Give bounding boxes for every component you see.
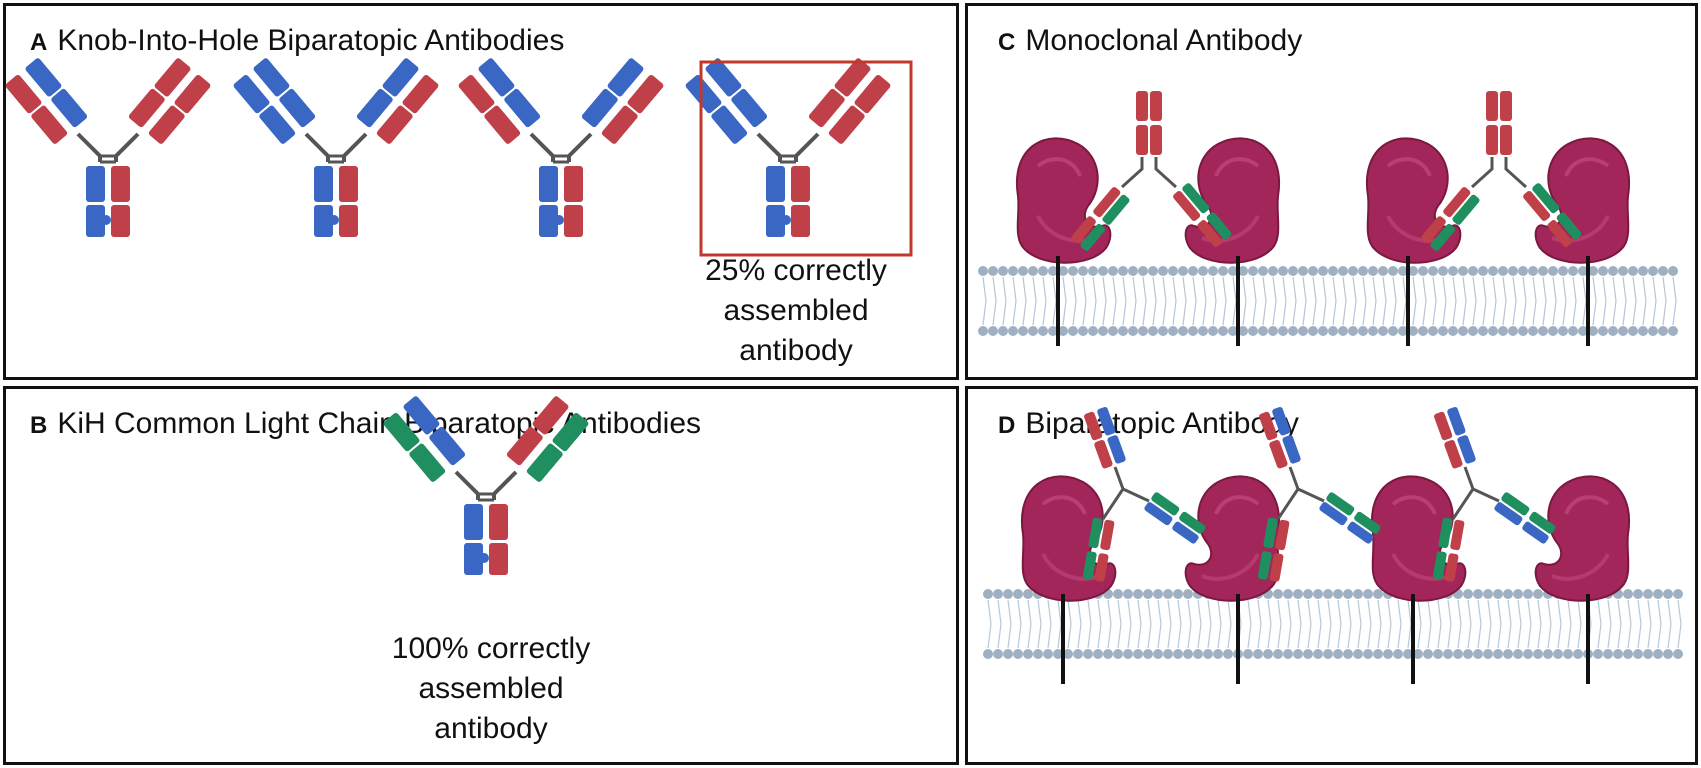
panel-a: A Knob-Into-Hole Biparatopic Antibodies 2…	[3, 3, 959, 380]
antibody-icon	[1071, 91, 1232, 251]
panel-b-caption-line-2: assembled	[418, 672, 564, 705]
panel-b-caption: 100% correctly assembled antibody	[356, 629, 626, 749]
receptor-protein-icon	[1365, 137, 1462, 346]
receptor-protein-icon	[1184, 475, 1281, 684]
panel-b-letter: B	[30, 412, 48, 439]
panel-b-title-text: KiH Common Light Chain Biparatopic Antib…	[57, 407, 702, 440]
panel-c-graphic	[978, 91, 1678, 346]
panel-a-caption-line-3: antibody	[739, 334, 853, 367]
panel-b: B KiH Common Light Chain Biparatopic Anti…	[3, 386, 959, 765]
panel-b-caption-line-1: 100% correctly	[391, 632, 591, 665]
panel-d-title: D Biparatopic Antibody	[998, 409, 1299, 439]
panel-a-title: A Knob-Into-Hole Biparatopic Antibodies	[30, 26, 564, 56]
panel-c: C Monoclonal Antibody	[965, 3, 1698, 380]
panel-a-title-text: Knob-Into-Hole Biparatopic Antibodies	[57, 24, 565, 57]
receptor-protein-icon	[1015, 137, 1112, 346]
panel-a-caption-line-1: 25% correctly	[705, 254, 887, 287]
panel-d-graphic	[983, 407, 1683, 684]
receptor-protein-icon	[1184, 137, 1281, 346]
panel-d-letter: D	[998, 412, 1016, 439]
cell-membrane-icon	[978, 266, 1678, 336]
receptor-protein-icon	[1534, 137, 1631, 346]
antibody-icon	[685, 58, 891, 237]
panel-a-caption: 25% correctly assembled antibody	[686, 251, 906, 371]
antibody-icon	[1432, 407, 1556, 582]
antibody-icon	[1082, 407, 1206, 582]
panel-c-letter: C	[998, 29, 1016, 56]
antibody-icon	[233, 58, 439, 237]
panel-b-graphic	[383, 396, 589, 575]
antibody-icon	[1257, 407, 1381, 582]
panel-b-caption-line-3: antibody	[434, 712, 548, 745]
panel-c-title-text: Monoclonal Antibody	[1025, 24, 1303, 57]
antibody-icon	[383, 396, 589, 575]
receptor-protein-icon	[1534, 475, 1631, 684]
antibody-icon	[458, 58, 664, 237]
antibody-icon	[1421, 91, 1582, 251]
panel-a-letter: A	[30, 29, 48, 56]
panel-d: D Biparatopic Antibody	[965, 386, 1698, 765]
antibody-icon	[5, 58, 211, 237]
panel-d-title-text: Biparatopic Antibody	[1025, 407, 1299, 440]
panel-c-title: C Monoclonal Antibody	[998, 26, 1302, 56]
panel-a-caption-line-2: assembled	[723, 294, 869, 327]
highlight-box	[699, 60, 913, 257]
panel-a-graphic	[5, 58, 913, 257]
panel-b-title: B KiH Common Light Chain Biparatopic Anti…	[30, 409, 701, 439]
